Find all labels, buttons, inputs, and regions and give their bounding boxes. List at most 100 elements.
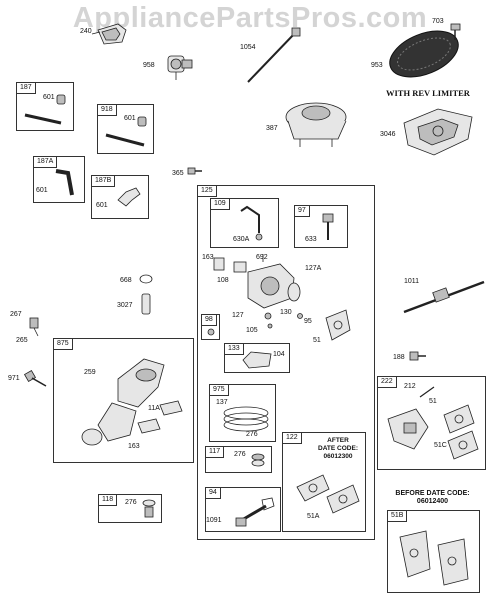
after-date-code-label: DATE CODE: bbox=[318, 445, 358, 452]
before-date-code-value: 06012400 bbox=[416, 498, 449, 505]
group-box-975: 975 137 276 bbox=[209, 384, 276, 442]
group-tag-918: 918 bbox=[98, 105, 117, 116]
part-117-drawing bbox=[251, 453, 265, 467]
part-3046-drawing bbox=[403, 108, 473, 156]
part-label-163: 163 bbox=[202, 254, 214, 261]
group-box-117: 117 276 bbox=[205, 446, 272, 473]
part-630a-drawing bbox=[240, 205, 263, 241]
part-601-drawing bbox=[117, 187, 141, 207]
part-label-11a: 11A bbox=[148, 405, 160, 412]
group-box-98: 98 bbox=[201, 314, 220, 340]
group-tag-222: 222 bbox=[378, 377, 397, 388]
group-tag-51b: 51B bbox=[388, 511, 408, 522]
part-label-163: 163 bbox=[128, 443, 140, 450]
part-365-drawing bbox=[187, 167, 202, 175]
group-box-109: 109 630A bbox=[210, 198, 279, 248]
part-label-276: 276 bbox=[125, 499, 137, 506]
group-tag-125: 125 bbox=[198, 186, 217, 197]
part-387-drawing bbox=[285, 102, 347, 147]
group-box-918: 918 601 bbox=[97, 104, 154, 154]
part-label-240: 240 bbox=[80, 28, 92, 35]
part-188-drawing bbox=[409, 351, 426, 361]
group-box-187a: 187A 601 bbox=[33, 156, 85, 203]
part-label-104: 104 bbox=[273, 351, 285, 358]
part-label-953: 953 bbox=[371, 62, 383, 69]
part-label-601: 601 bbox=[124, 115, 136, 122]
adapter-gaskets-drawing bbox=[387, 386, 479, 460]
part-601-drawing bbox=[24, 94, 66, 125]
group-box-97: 97 633 bbox=[294, 205, 348, 248]
float-drawing bbox=[242, 351, 272, 369]
group-box-118: 118 276 bbox=[98, 494, 162, 523]
group-tag-187a: 187A bbox=[34, 157, 58, 168]
part-label-3046: 3046 bbox=[380, 131, 396, 138]
part-label-259: 259 bbox=[84, 369, 96, 376]
part-label-212: 212 bbox=[404, 383, 416, 390]
group-box-875: 875 259 11A 163 bbox=[53, 338, 194, 463]
group-box-133: 133 104 bbox=[224, 343, 290, 373]
part-label-1011: 1011 bbox=[404, 278, 420, 285]
after-date-code-value: 06012300 bbox=[323, 453, 353, 460]
part-703-drawing bbox=[450, 23, 461, 40]
group-box-94: 94 1091 bbox=[205, 487, 281, 532]
part-958-drawing bbox=[167, 55, 193, 80]
air-cleaner-drawing bbox=[81, 358, 183, 446]
part-1011-drawing bbox=[403, 280, 485, 314]
part-label-601: 601 bbox=[36, 187, 48, 194]
part-label-276: 276 bbox=[246, 431, 258, 438]
part-label-387: 387 bbox=[266, 125, 278, 132]
part-label-127: 127 bbox=[232, 312, 244, 319]
part-label-130: 130 bbox=[280, 309, 292, 316]
part-601-drawing bbox=[105, 116, 147, 147]
group-tag-187b: 187B bbox=[92, 176, 116, 187]
part-51a-drawing bbox=[296, 474, 360, 514]
part-51b-drawing bbox=[399, 530, 469, 586]
part-label-601: 601 bbox=[43, 94, 55, 101]
group-box-187: 187 601 bbox=[16, 82, 74, 131]
part-668-drawing bbox=[139, 274, 153, 284]
part-label-1054: 1054 bbox=[240, 44, 256, 51]
part-label-668: 668 bbox=[120, 277, 132, 284]
group-tag-187: 187 bbox=[17, 83, 36, 94]
part-633-drawing bbox=[322, 213, 334, 240]
part-label-267: 267 bbox=[10, 311, 22, 318]
group-tag-875: 875 bbox=[54, 339, 73, 350]
part-1091-drawing bbox=[235, 497, 275, 527]
watermark: AppliancePartsPros.com bbox=[72, 2, 428, 34]
part-label-365: 365 bbox=[172, 170, 184, 177]
part-265-drawing bbox=[29, 317, 39, 337]
part-label-633: 633 bbox=[305, 236, 317, 243]
bowl-drawing bbox=[223, 406, 269, 432]
group-tag-117: 117 bbox=[206, 447, 225, 458]
part-1054-drawing bbox=[247, 27, 301, 83]
group-box-51b: 51B bbox=[387, 510, 480, 593]
before-date-code-label: BEFORE DATE CODE: bbox=[395, 490, 470, 497]
rev-limiter-heading: WITH REV LIMITER bbox=[386, 88, 470, 98]
part-label-105: 105 bbox=[246, 327, 258, 334]
after-title: AFTER bbox=[327, 437, 349, 444]
group-box-187b: 187B 601 bbox=[91, 175, 149, 219]
part-label-137: 137 bbox=[216, 399, 228, 406]
group-box-125: 125 bbox=[197, 185, 375, 540]
group-tag-975: 975 bbox=[210, 385, 229, 396]
part-label-108: 108 bbox=[217, 277, 229, 284]
part-label-958: 958 bbox=[143, 62, 155, 69]
part-label-601: 601 bbox=[96, 202, 108, 209]
part-label-692: 692 bbox=[256, 254, 268, 261]
part-label-51: 51 bbox=[429, 398, 437, 405]
group-tag-133: 133 bbox=[225, 344, 244, 355]
group-tag-97: 97 bbox=[295, 206, 310, 217]
part-label-971: 971 bbox=[8, 375, 20, 382]
part-953-drawing bbox=[389, 30, 459, 78]
group-box-222: 222 212 51 51C bbox=[377, 376, 486, 470]
part-label-51c: 51C bbox=[434, 442, 447, 449]
part-label-127a: 127A bbox=[305, 265, 322, 272]
gasket-parts-drawing bbox=[264, 309, 351, 341]
carburetor-drawing bbox=[213, 254, 301, 309]
group-tag-109: 109 bbox=[211, 199, 230, 210]
part-label-51: 51 bbox=[313, 337, 321, 344]
group-tag-94: 94 bbox=[206, 488, 221, 499]
group-tag-98: 98 bbox=[202, 315, 217, 326]
part-label-3027: 3027 bbox=[117, 302, 133, 309]
part-971-drawing bbox=[23, 369, 47, 387]
